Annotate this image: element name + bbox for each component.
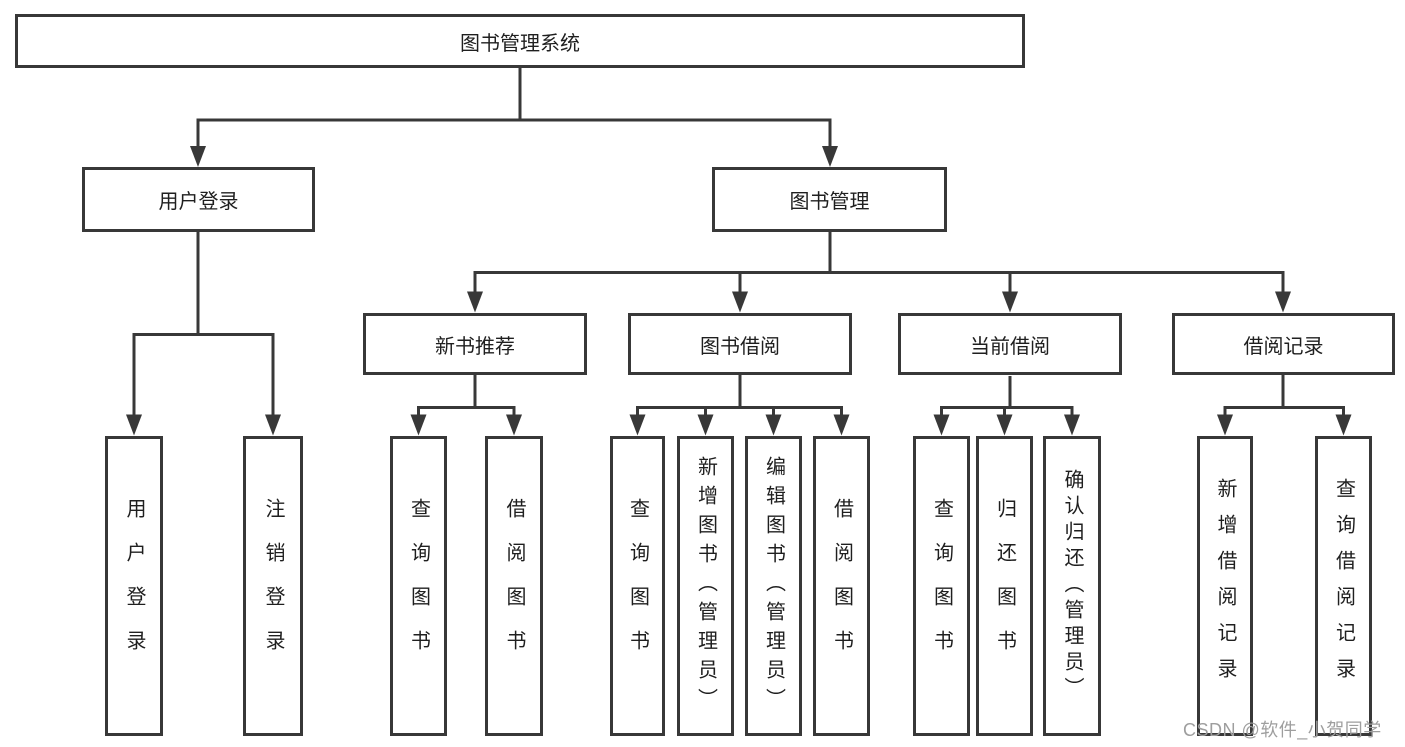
arrowhead [822, 146, 838, 167]
arrowhead [765, 414, 782, 436]
node-borrowing-records: 借阅记录 [1172, 313, 1395, 375]
arrowhead [1064, 414, 1080, 436]
arrowhead [265, 414, 281, 436]
leaf-user-login: 用户登录 [105, 436, 163, 736]
arrowhead [410, 414, 427, 436]
node-current-borrowing: 当前借阅 [898, 313, 1122, 375]
leaf-add-borrow-record: 新增借阅记录 [1197, 436, 1253, 736]
arrowhead [933, 414, 950, 436]
leaf-add-borrow-record-label: 新增借阅记录 [1214, 478, 1236, 694]
arrowhead [1217, 414, 1233, 436]
leaf-return-books-label: 归还图书 [993, 498, 1016, 674]
leaf-query-books-borrowing-label: 查询图书 [626, 498, 649, 674]
arrowhead [467, 291, 483, 313]
arrowhead [996, 414, 1013, 436]
arrowhead [833, 414, 850, 436]
leaf-query-books-recommend: 查询图书 [390, 436, 447, 736]
leaf-logout: 注销登录 [243, 436, 303, 736]
node-borrowing-records-label: 借阅记录 [1243, 335, 1324, 358]
arrowhead [732, 291, 748, 313]
csdn-watermark: CSDN @软件_小贺同学 [1183, 720, 1382, 740]
leaf-query-borrow-record-label: 查询借阅记录 [1332, 478, 1355, 694]
leaf-logout-label: 注销登录 [262, 498, 284, 674]
arrowhead [190, 146, 206, 167]
leaf-query-borrow-record: 查询借阅记录 [1315, 436, 1372, 736]
arrowhead [697, 414, 714, 436]
arrowhead [1275, 291, 1291, 313]
node-new-book-recommend-label: 新书推荐 [435, 335, 515, 358]
leaf-add-book-admin: 新增图书（管理员） [677, 436, 734, 736]
arrowhead [1335, 414, 1352, 436]
leaf-confirm-return-admin: 确认归还（管理员） [1043, 436, 1101, 736]
leaf-borrow-books-recommend: 借阅图书 [485, 436, 543, 736]
node-new-book-recommend: 新书推荐 [363, 313, 587, 375]
leaf-return-books: 归还图书 [976, 436, 1033, 736]
leaf-query-books-current: 查询图书 [913, 436, 970, 736]
node-user-login-branch: 用户登录 [82, 167, 315, 232]
leaf-borrow-books-borrowing-label: 借阅图书 [830, 498, 853, 674]
node-user-login-branch-label: 用户登录 [158, 191, 239, 213]
leaf-confirm-return-admin-label: 确认归还（管理员） [1061, 469, 1083, 703]
arrowhead [506, 414, 522, 436]
leaf-query-books-recommend-label: 查询图书 [407, 498, 430, 674]
node-root: 图书管理系统 [15, 14, 1025, 68]
leaf-query-books-current-label: 查询图书 [930, 498, 953, 674]
leaf-edit-book-admin: 编辑图书（管理员） [745, 436, 802, 736]
node-book-borrowing-label: 图书借阅 [700, 335, 780, 358]
arrowhead [1002, 291, 1018, 313]
leaf-add-book-admin-label: 新增图书（管理员） [694, 455, 717, 717]
leaf-user-login-label: 用户登录 [123, 498, 145, 674]
leaf-query-books-borrowing: 查询图书 [610, 436, 665, 736]
arrowheads [126, 146, 1352, 436]
node-current-borrowing-label: 当前借阅 [970, 335, 1050, 358]
leaf-borrow-books-recommend-label: 借阅图书 [503, 498, 525, 674]
node-book-management: 图书管理 [712, 167, 947, 232]
arrowhead [126, 414, 142, 436]
leaf-borrow-books-borrowing: 借阅图书 [813, 436, 870, 736]
tree-edges [132, 68, 1345, 416]
node-book-borrowing: 图书借阅 [628, 313, 852, 375]
leaf-edit-book-admin-label: 编辑图书（管理员） [762, 455, 785, 717]
node-root-label: 图书管理系统 [460, 32, 580, 55]
node-book-management-label: 图书管理 [789, 191, 870, 213]
arrowhead [629, 414, 646, 436]
